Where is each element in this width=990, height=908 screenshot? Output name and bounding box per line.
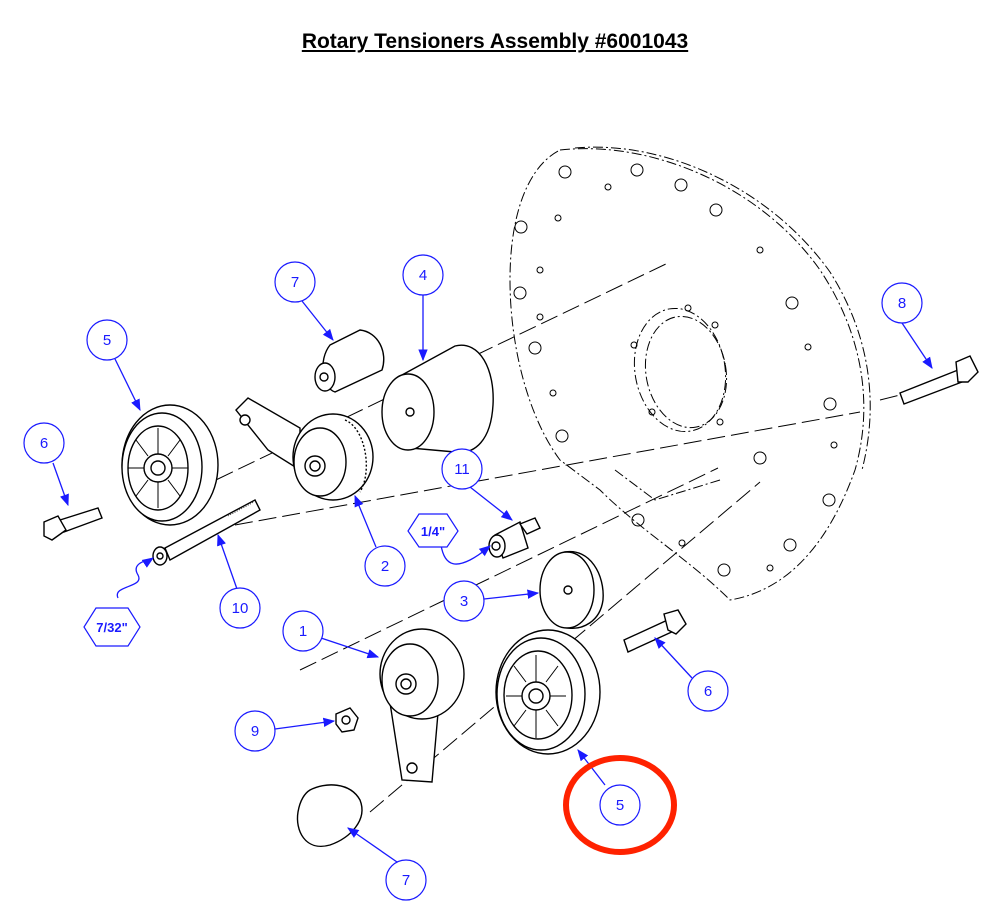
callout-7-upper: 7 — [274, 261, 316, 303]
hex-label-7-32: 7/32" — [83, 607, 141, 647]
part-4-spacer — [381, 344, 494, 454]
part-2-tensioner-upper — [235, 397, 374, 501]
part-9-nut — [335, 707, 359, 733]
part-8-bolt — [899, 355, 979, 405]
part-10-long-bolt — [152, 499, 261, 566]
svg-text:6: 6 — [704, 683, 712, 700]
callout-10: 10 — [219, 587, 261, 629]
part-7-rubber-stop-lower — [296, 784, 363, 848]
svg-text:9: 9 — [251, 723, 259, 740]
svg-text:5: 5 — [103, 332, 111, 349]
part-7-rubber-stop-upper — [314, 329, 385, 393]
part-5-pulley-upper — [121, 404, 219, 526]
svg-text:8: 8 — [898, 295, 906, 312]
svg-text:2: 2 — [381, 558, 389, 575]
callout-7-lower: 7 — [385, 859, 427, 901]
diagram-title: Rotary Tensioners Assembly #6001043 — [301, 30, 689, 53]
svg-text:3: 3 — [460, 593, 468, 610]
svg-text:6: 6 — [40, 435, 48, 452]
svg-text:1/4": 1/4" — [421, 524, 445, 539]
callout-1: 1 — [282, 610, 324, 652]
mounting-plate — [509, 146, 871, 601]
callout-2: 2 — [364, 545, 406, 587]
highlight-ring — [563, 755, 677, 855]
callout-5-lower: 5 — [599, 784, 641, 826]
svg-text:7: 7 — [291, 274, 299, 291]
hex-label-1-4: 1/4" — [407, 513, 459, 548]
svg-text:7/32": 7/32" — [96, 620, 127, 635]
hex-labels: 1/4" 7/32" — [83, 513, 459, 647]
leader-arrows — [52, 294, 933, 863]
callout-6-upper: 6 — [23, 422, 65, 464]
callout-5-upper: 5 — [86, 319, 128, 361]
svg-text:10: 10 — [232, 600, 249, 617]
svg-text:4: 4 — [419, 267, 427, 284]
svg-text:11: 11 — [454, 461, 470, 478]
plate-holes — [513, 163, 838, 577]
svg-text:1: 1 — [299, 623, 307, 640]
callout-4: 4 — [402, 254, 444, 296]
callout-6-lower: 6 — [687, 670, 729, 712]
callout-8: 8 — [881, 282, 923, 324]
callout-3: 3 — [443, 580, 485, 622]
part-11-shoulder-bolt — [488, 517, 541, 559]
callout-11: 11 — [441, 448, 483, 490]
part-5-pulley-lower — [495, 629, 601, 755]
part-3-spacer-disc — [539, 550, 604, 629]
svg-text:5: 5 — [616, 797, 624, 814]
part-6-bolt-lower — [623, 609, 687, 653]
part-6-bolt-upper — [43, 507, 103, 541]
svg-text:7: 7 — [402, 872, 410, 889]
callouts: 7 4 5 8 6 11 2 3 10 1 6 9 5 7 — [23, 254, 923, 901]
callout-9: 9 — [234, 710, 276, 752]
part-1-tensioner-lower — [379, 628, 465, 783]
